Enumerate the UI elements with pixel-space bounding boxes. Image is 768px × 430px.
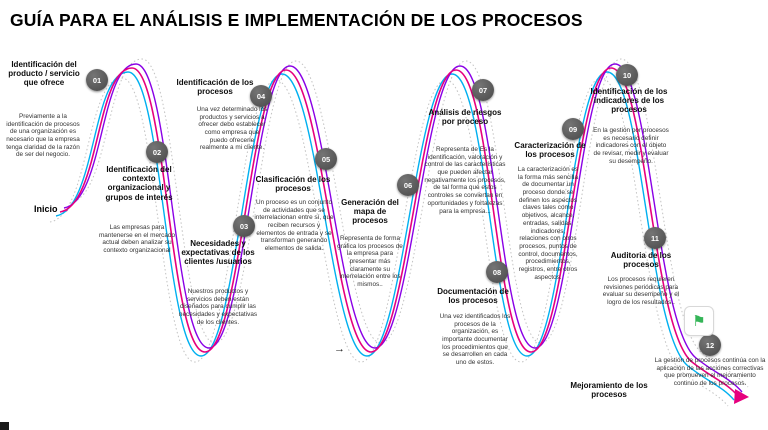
step-desc-07: Representa de Es la identificación, valo… (424, 146, 506, 215)
step-circle-08: 08 (486, 261, 508, 283)
flag-icon: ⚑ (692, 312, 706, 330)
step-circle-02: 02 (146, 141, 168, 163)
step-desc-02: Las empresas para mantenerse en el merca… (98, 224, 176, 255)
step-title-07: Análisis de riesgos por proceso (428, 108, 502, 127)
step-title-12: Mejoramiento de los procesos (570, 381, 648, 400)
corner-mark (0, 422, 9, 430)
page-title: GUÍA PARA EL ANÁLISIS E IMPLEMENTACIÓN D… (10, 10, 583, 30)
step-desc-12: La gestión de procesos continúa con la a… (654, 357, 766, 388)
step-desc-04: Una vez determinado los productos y serv… (196, 106, 268, 152)
start-arrow-icon: → (60, 204, 70, 214)
step-circle-09: 09 (562, 118, 584, 140)
step-title-02: Identificación del contexto organizacion… (105, 165, 173, 202)
start-label: Inicio (34, 204, 58, 214)
step-circle-11: 11 (644, 227, 666, 249)
step-title-05: Clasificación de los procesos (255, 175, 331, 194)
step-desc-01: Previamente a la identificación de proce… (6, 113, 80, 159)
step-title-06: Generación del mapa de procesos (341, 198, 399, 226)
start-label-group: Inicio→ (34, 204, 70, 214)
step-desc-06: Representa de forma gráfica los procesos… (337, 235, 403, 289)
step-title-08: Documentación de los procesos (437, 287, 509, 306)
step-circle-03: 03 (233, 215, 255, 237)
step-title-09: Caracterización de los procesos (514, 141, 586, 160)
step-circle-01: 01 (86, 69, 108, 91)
step-circle-06: 06 (397, 174, 419, 196)
step-desc-10: En la gestión por procesos es necesario … (593, 127, 669, 165)
step-title-04: Identificación de los procesos (176, 78, 254, 97)
step-circle-04: 04 (250, 85, 272, 107)
step-desc-08: Una vez identificados los procesos de la… (439, 313, 511, 367)
step-desc-11: Los procesos requieren revisiones periód… (602, 276, 680, 307)
step-title-03: Necesidades y expectativas de los client… (181, 239, 255, 267)
step-title-10: Identificación de los indicadores de los… (590, 87, 668, 115)
mid-path-arrow-icon: → (334, 343, 345, 355)
path-end-arrow-icon (734, 389, 749, 404)
step-desc-03: Nuestros productos y servicios deben est… (178, 288, 258, 326)
step-desc-05: Un proceso es un conjunto de actividades… (254, 199, 334, 253)
step-circle-10: 10 (616, 64, 638, 86)
step-circle-07: 07 (472, 79, 494, 101)
step-title-11: Auditoria de los procesos (610, 251, 672, 270)
step-circle-05: 05 (315, 148, 337, 170)
goal-flag-badge: ⚑ (684, 306, 714, 336)
step-circle-12: 12 (699, 334, 721, 356)
step-desc-09: La caracterización es la forma más senci… (517, 166, 579, 281)
step-title-01: Identificación del producto / servicio q… (8, 60, 80, 88)
